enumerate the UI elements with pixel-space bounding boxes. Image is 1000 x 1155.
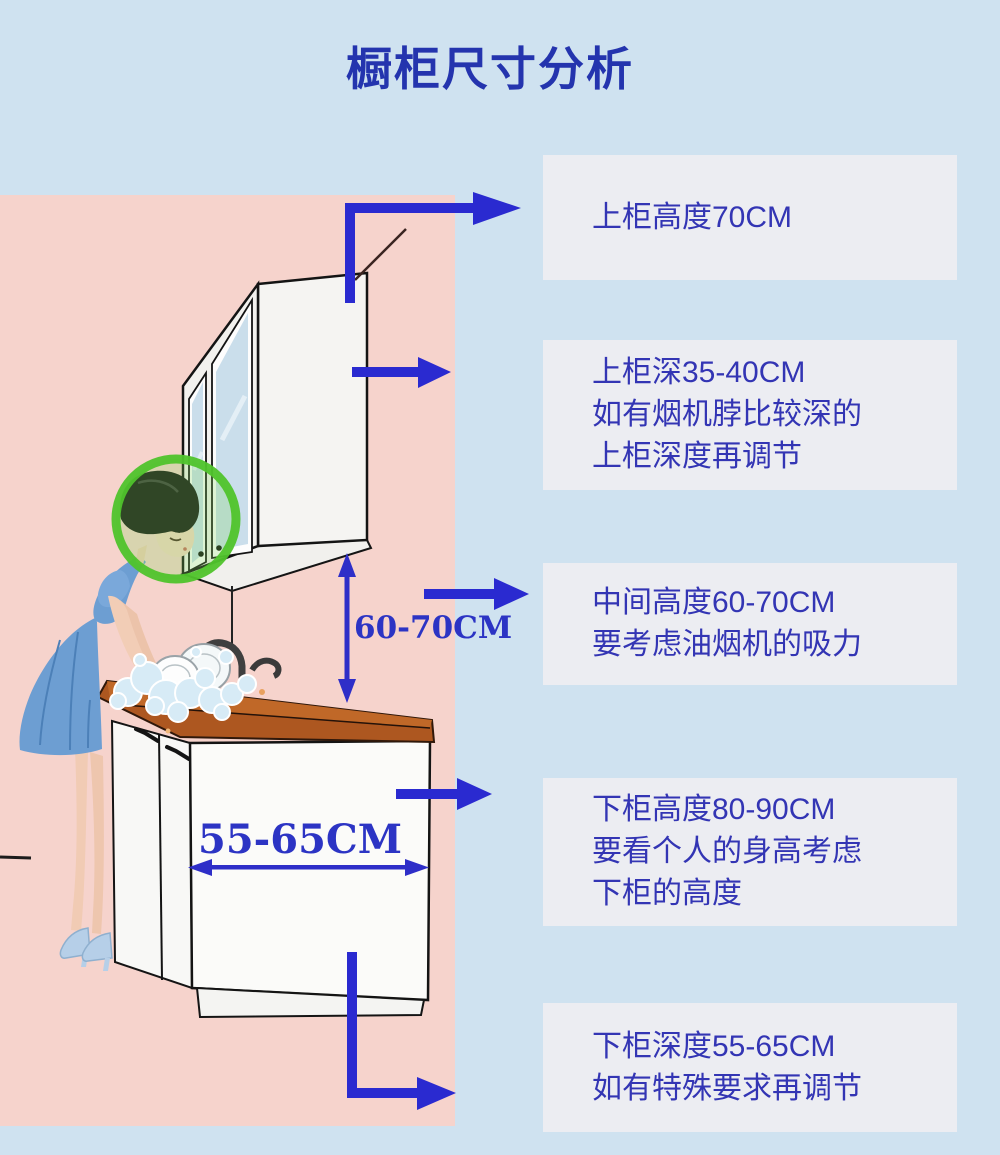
woman-skirt xyxy=(19,618,102,756)
woman-sleeve xyxy=(97,570,130,608)
skirt-fold-line xyxy=(39,639,61,746)
base-cabinet-right-face xyxy=(188,739,432,1002)
glass-reflection xyxy=(219,394,248,442)
annotation-text: 要看个人的身高考虑 xyxy=(592,835,862,868)
diagonal-leader-line xyxy=(354,228,407,281)
annotation-text: 如有烟机脖比较深的 xyxy=(592,398,862,431)
water-droplet xyxy=(165,728,171,734)
annotation-box-base-height: 下柜高度80-90CM 要看个人的身高考虑 下柜的高度 xyxy=(543,778,957,926)
middle-gap-dimension-label: 60-70CM xyxy=(354,610,512,646)
annotation-text: 要考虑油烟机的吸力 xyxy=(592,628,862,661)
annotation-box-base-depth: 下柜深度55-65CM 如有特殊要求再调节 xyxy=(543,1003,957,1132)
annotation-box-middle-gap: 中间高度60-70CM 要考虑油烟机的吸力 xyxy=(543,563,957,685)
skirt-fold-line xyxy=(69,631,79,751)
annotation-text: 下柜的高度 xyxy=(592,877,742,910)
annotation-text: 如有特殊要求再调节 xyxy=(592,1071,862,1105)
annotation-text: 上柜深35-40CM xyxy=(592,356,806,389)
faucet-sprayer-icon xyxy=(249,657,282,679)
base-cabinet-left-doors xyxy=(110,719,194,990)
woman-lips xyxy=(183,547,187,551)
water-droplet xyxy=(259,689,265,695)
woman-hair xyxy=(119,470,200,535)
base-cabinet xyxy=(110,719,432,1019)
woman-high-heel-shoe xyxy=(59,927,91,959)
base-cabinet-door-divider xyxy=(158,733,163,981)
leader-arrows xyxy=(345,192,529,1110)
woman-high-heel-shoe xyxy=(81,932,113,962)
soap-bubbles xyxy=(109,646,257,723)
woman-figure xyxy=(19,470,200,971)
door-handle-icon xyxy=(134,727,160,743)
annotation-text: 下柜深度55-65CM xyxy=(592,1029,836,1063)
skirt-fold-line xyxy=(87,699,91,749)
arrow-upper-cabinet-depth xyxy=(352,357,451,388)
door-knob-icon xyxy=(216,545,222,551)
annotation-box-upper-height: 上柜高度70CM xyxy=(543,155,957,280)
arrow-upper-cabinet-height xyxy=(345,192,521,303)
woman-eye xyxy=(169,537,182,542)
sink-area xyxy=(109,639,282,723)
arrow-base-cabinet-height xyxy=(396,778,492,810)
floor-line xyxy=(0,855,32,860)
woman-leg xyxy=(71,748,88,931)
annotation-text: 中间高度60-70CM xyxy=(592,586,836,619)
door-handle-icon xyxy=(165,745,191,761)
arrow-middle-gap xyxy=(424,578,529,610)
upper-cabinet-right-face xyxy=(256,271,369,548)
page-title: 橱柜尺寸分析 xyxy=(346,43,634,95)
base-depth-dimension-label: 55-65CM xyxy=(198,816,402,863)
annotation-text: 上柜高度70CM xyxy=(592,200,793,234)
arrow-base-cabinet-depth xyxy=(347,952,456,1110)
horizontal-dimension-arrow xyxy=(188,859,429,876)
vertical-dimension-arrow xyxy=(338,553,356,703)
woman-heel-spike xyxy=(103,958,110,971)
dimension-arrows xyxy=(188,553,429,876)
door-knob-icon xyxy=(198,551,204,557)
annotation-text: 上柜深度再调节 xyxy=(592,440,802,473)
woman-leg xyxy=(90,752,104,934)
annotation-box-upper-depth: 上柜深35-40CM 如有烟机脖比较深的 上柜深度再调节 xyxy=(543,340,957,490)
annotation-text: 下柜高度80-90CM xyxy=(592,793,836,826)
head-highlight-circle xyxy=(111,454,241,584)
hair-shine xyxy=(137,479,179,493)
